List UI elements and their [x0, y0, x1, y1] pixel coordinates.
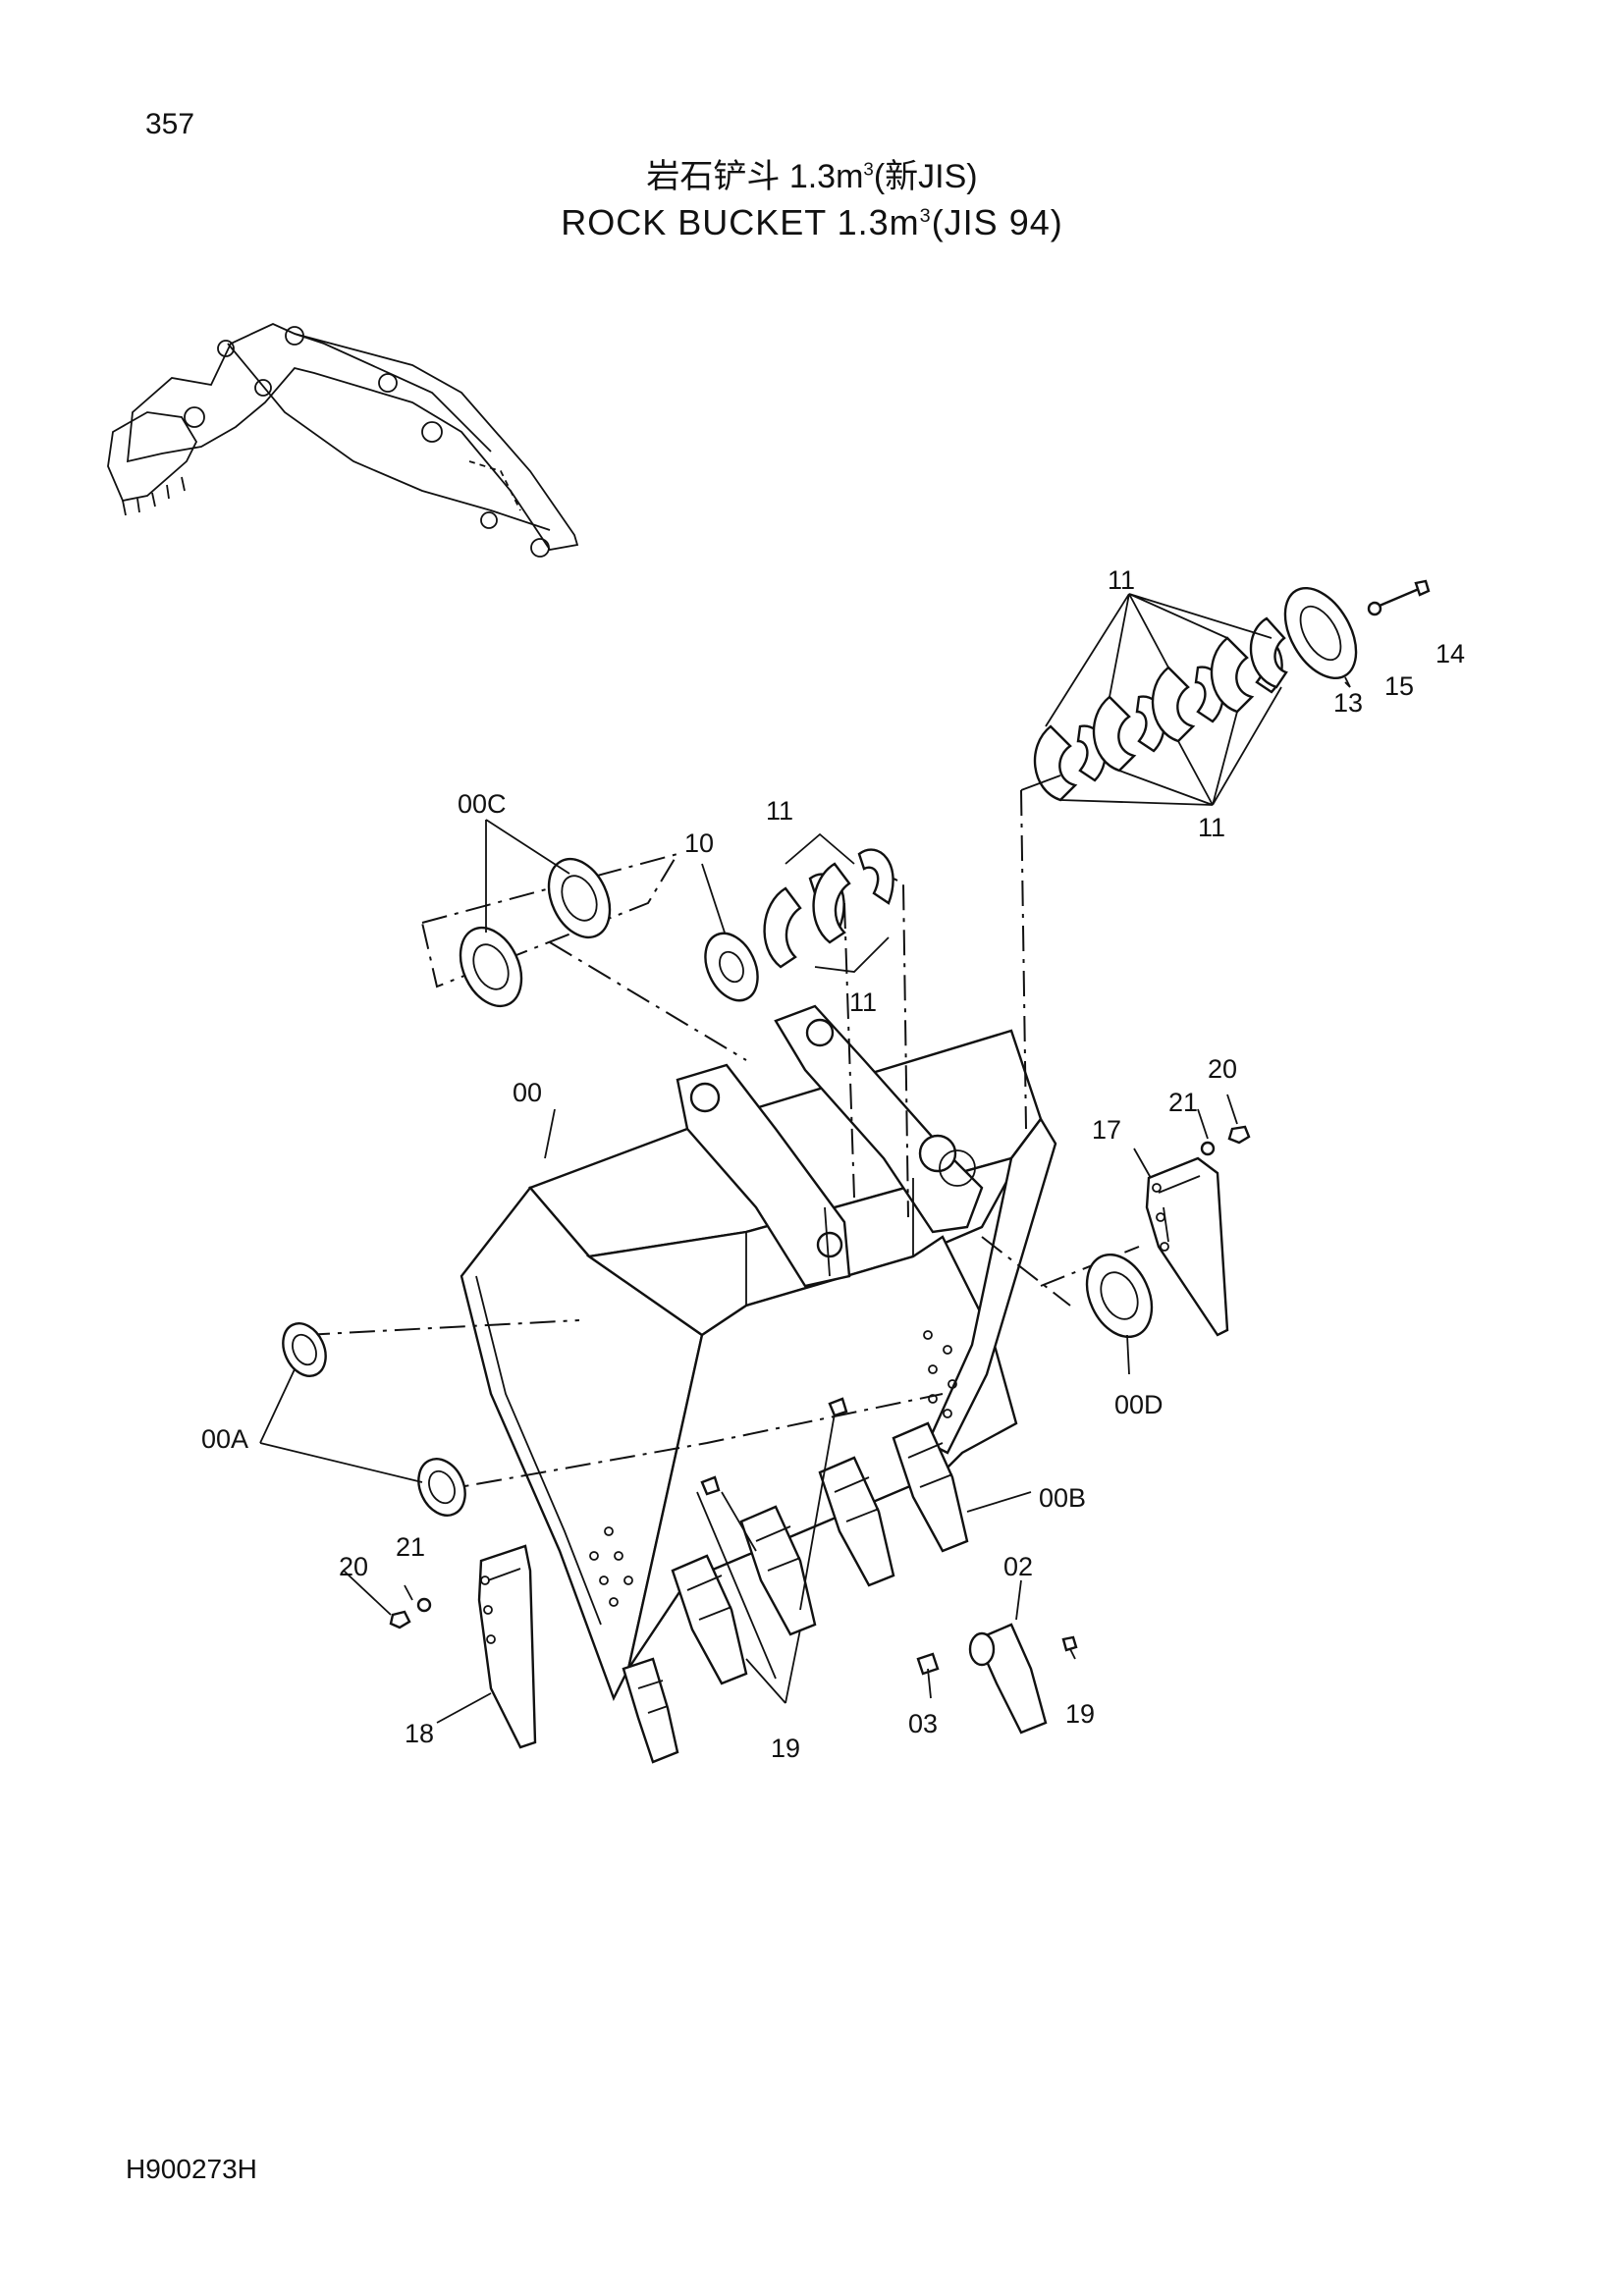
callout-00C: 00C [458, 789, 507, 819]
bolt-14 [1379, 579, 1431, 608]
callout-21-left: 21 [396, 1532, 425, 1562]
callout-11-top: 11 [1108, 565, 1135, 595]
title-english: ROCK BUCKET 1.3m3(JIS 94) [0, 202, 1624, 243]
callout-17: 17 [1092, 1115, 1121, 1145]
page-number: 357 [145, 108, 195, 140]
document-code: H900273H [126, 2154, 257, 2184]
seal-00A-lower [417, 1458, 466, 1517]
callout-11-middle-low: 11 [849, 988, 877, 1017]
leader-lines [259, 681, 1351, 1724]
callout-00A: 00A [201, 1424, 248, 1454]
title-chinese: 岩石铲斗 1.3m3(新JIS) [0, 149, 1624, 197]
callout-10: 10 [684, 828, 714, 858]
callout-15: 15 [1384, 671, 1414, 701]
seal-00C-front [459, 926, 523, 1008]
nuts-and-washers [389, 1125, 1251, 1629]
seal-00A-upper [282, 1322, 327, 1377]
callout-00: 00 [513, 1078, 542, 1107]
tooth-02 [916, 1623, 1078, 1735]
ring-13-guide-line [1020, 774, 1061, 791]
title-english-suffix: (JIS 94) [931, 202, 1063, 242]
shims-11-lower [763, 832, 894, 973]
ring-13 [1283, 586, 1358, 688]
seal-00C-rear [547, 857, 612, 939]
callout-14: 14 [1435, 639, 1465, 668]
callout-00B: 00B [1039, 1483, 1086, 1513]
title-chinese-superscript: 3 [863, 158, 874, 180]
callout-11-middle: 11 [766, 796, 793, 826]
teeth-adapters [622, 1397, 969, 1764]
title-chinese-text: 岩石铲斗 1.3m [646, 158, 864, 195]
title-english-superscript: 3 [919, 205, 932, 227]
callout-11-right: 11 [1198, 813, 1225, 842]
ring-10 [704, 932, 759, 1002]
callout-21-right: 21 [1168, 1088, 1198, 1117]
callout-19-right: 19 [1065, 1699, 1095, 1729]
side-cutter-18 [477, 1544, 537, 1749]
title-chinese-suffix: (新JIS) [873, 158, 978, 195]
callout-18: 18 [405, 1719, 434, 1748]
callout-03: 03 [908, 1709, 938, 1738]
washer-15 [1367, 601, 1382, 616]
side-cutter-17 [1145, 1156, 1229, 1337]
excavator-arm-thumbnail [107, 323, 579, 558]
callout-00D: 00D [1114, 1390, 1164, 1419]
callout-13: 13 [1333, 688, 1363, 718]
callout-02: 02 [1003, 1552, 1033, 1581]
seal-00D [1085, 1253, 1154, 1339]
title-english-text: ROCK BUCKET 1.3m [561, 202, 920, 242]
callout-19-center: 19 [771, 1734, 800, 1763]
shims-11-upper [1033, 593, 1288, 806]
callout-20-left: 20 [339, 1552, 368, 1581]
callout-labels: 11 14 13 15 11 00C 11 10 11 20 21 00 17 … [201, 565, 1465, 1763]
bucket-body [460, 1004, 1057, 1702]
callout-20-right: 20 [1208, 1054, 1237, 1084]
